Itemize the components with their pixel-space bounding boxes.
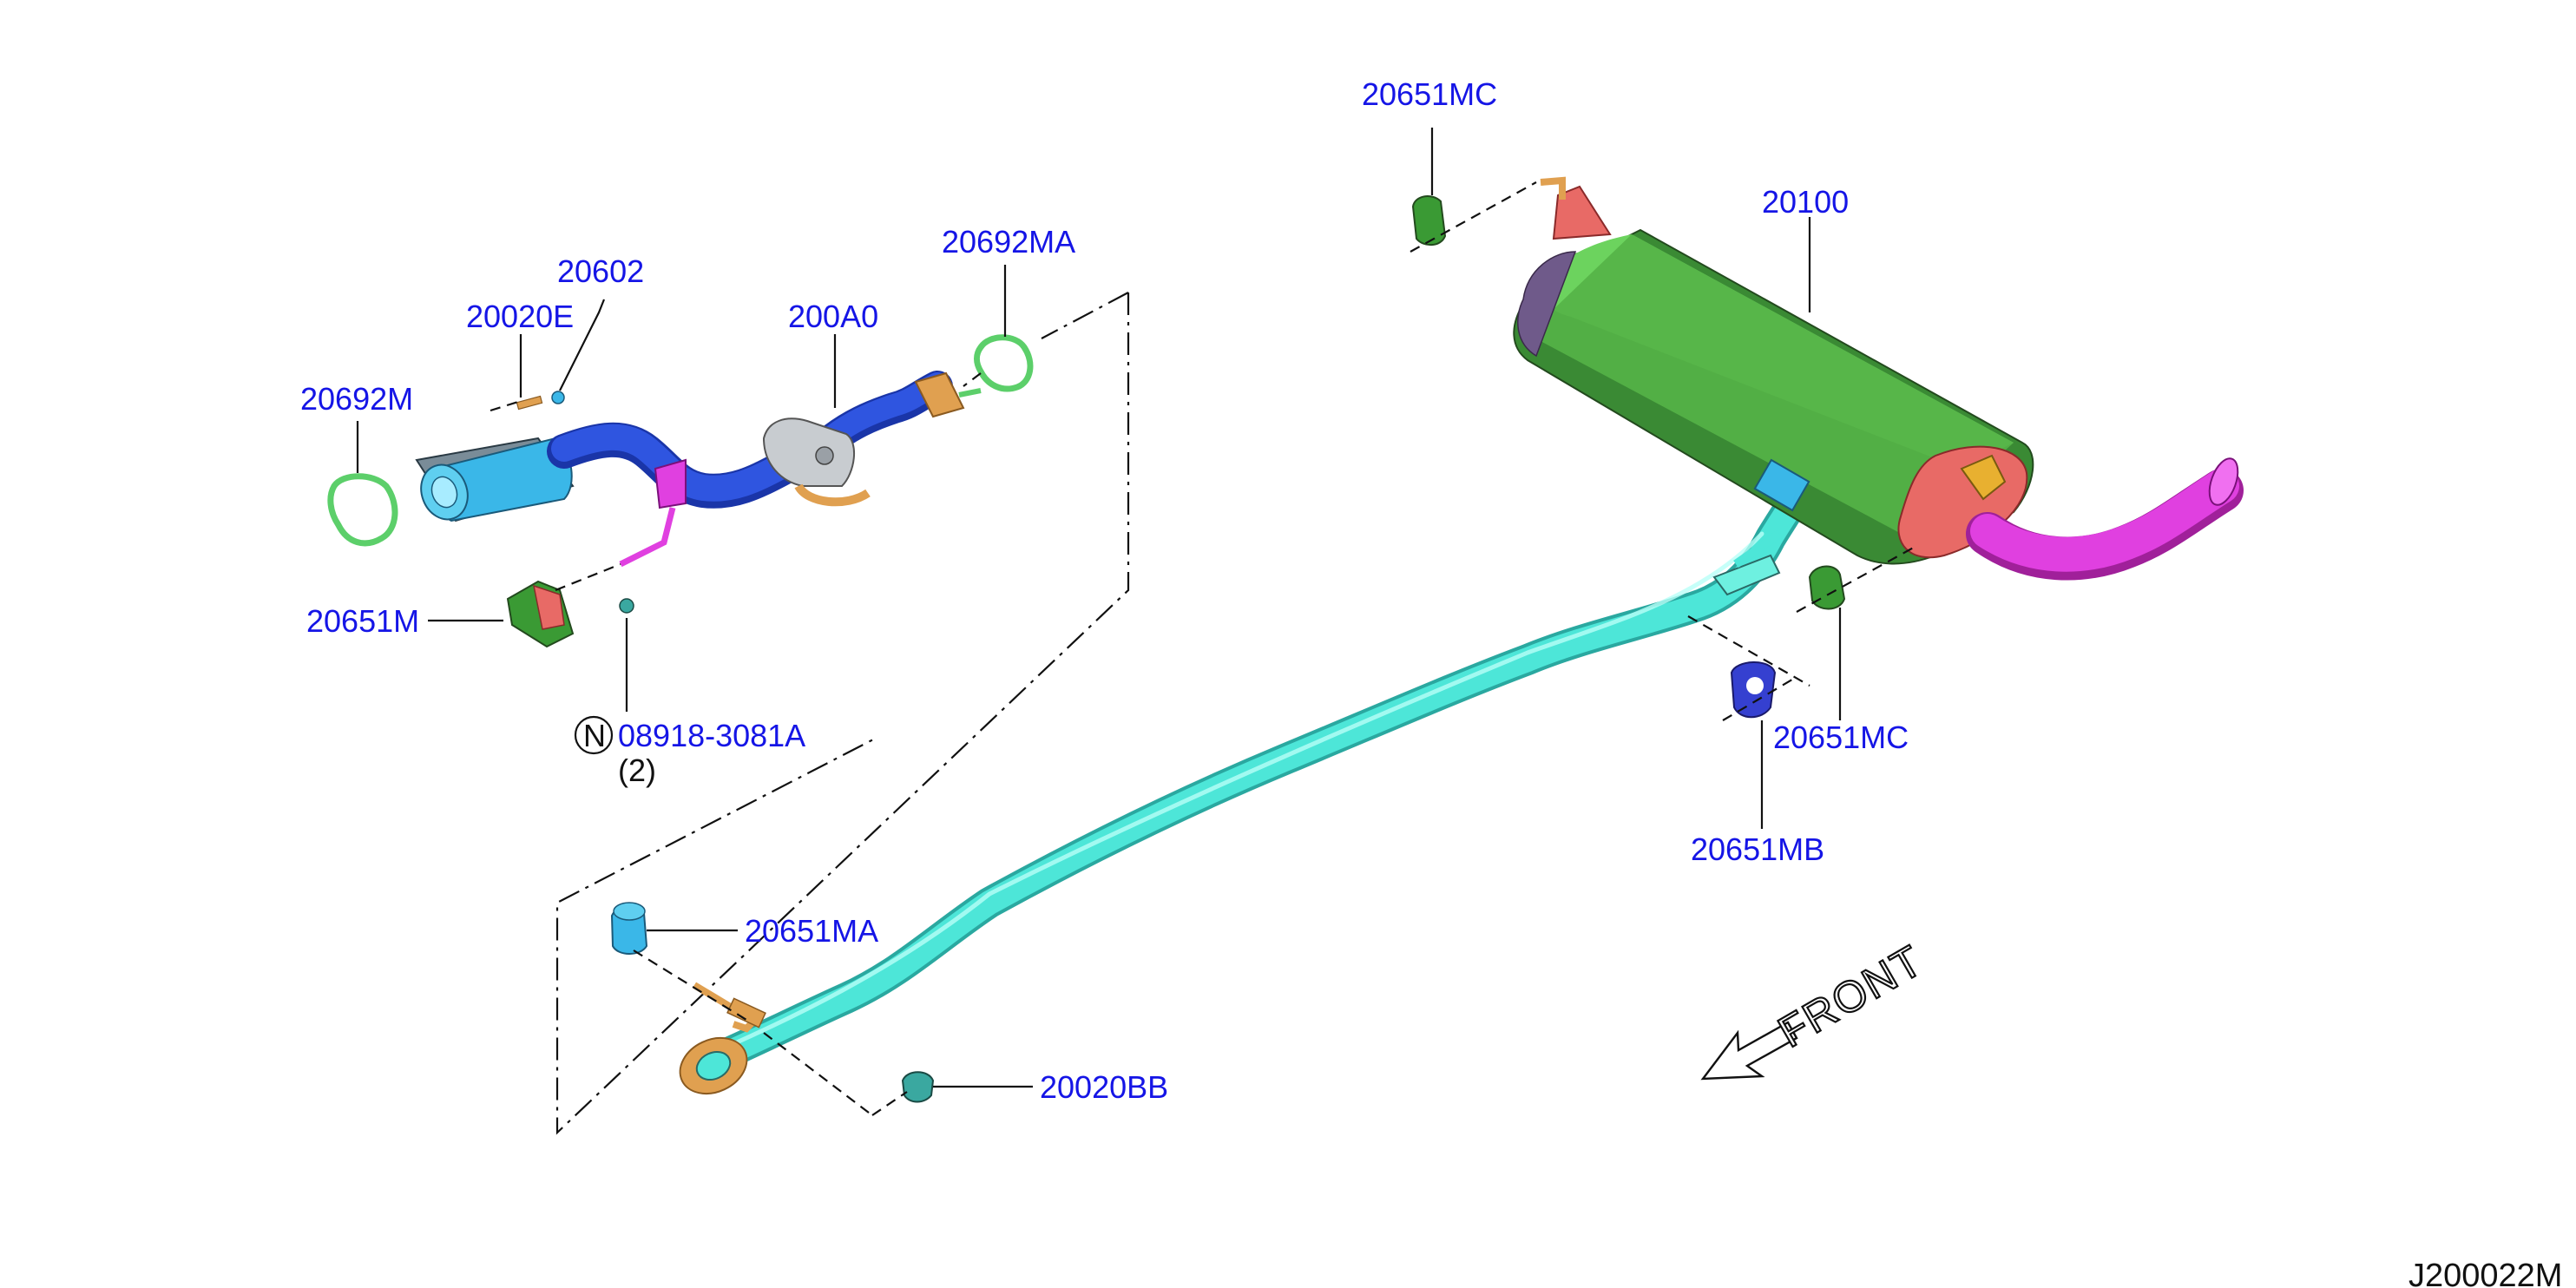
label-20692M: 20692M bbox=[300, 381, 413, 417]
label-20651MC-top: 20651MC bbox=[1362, 76, 1497, 112]
n-mark-letter: N bbox=[583, 718, 606, 753]
label-20602: 20602 bbox=[557, 253, 644, 289]
hanger-20651M bbox=[506, 580, 575, 648]
label-20020E: 20020E bbox=[466, 299, 574, 334]
label-20651MC-right: 20651MC bbox=[1773, 720, 1909, 755]
mount-20651MB bbox=[1730, 661, 1777, 719]
bolt-20020E bbox=[516, 395, 543, 411]
front-arrow-icon bbox=[1700, 1021, 1798, 1081]
diagram-id: J200022M bbox=[2408, 1258, 2562, 1288]
mount-20651MC-top bbox=[1411, 195, 1447, 246]
n-mark-symbol bbox=[574, 715, 614, 755]
sensor-20602 bbox=[551, 391, 565, 404]
label-20651MA: 20651MA bbox=[745, 913, 878, 949]
assembly-boundary bbox=[555, 292, 1130, 1135]
front-pipe-200A0 bbox=[547, 371, 982, 568]
gasket-20020BB bbox=[901, 1071, 935, 1103]
front-label: FRONT bbox=[1771, 936, 1932, 1057]
label-20692MA: 20692MA bbox=[942, 224, 1075, 260]
label-20651M: 20651M bbox=[306, 603, 419, 639]
assembly-lines bbox=[490, 181, 1919, 1116]
label-20100: 20100 bbox=[1762, 184, 1849, 220]
label-200A0: 200A0 bbox=[788, 299, 878, 334]
tail-pipe bbox=[1966, 457, 2244, 581]
part-number-08918: 08918-3081A bbox=[618, 718, 805, 753]
mount-20651MA bbox=[610, 902, 648, 955]
mount-20651MC-right bbox=[1808, 565, 1846, 610]
label-20651MB: 20651MB bbox=[1691, 831, 1824, 867]
center-pipe-flange bbox=[679, 982, 766, 1095]
nut-08918 bbox=[619, 598, 634, 614]
label-08918-3081A: N 08918-3081A (2) bbox=[574, 715, 805, 788]
quantity-08918: (2) bbox=[618, 752, 656, 788]
leader-lines bbox=[356, 128, 1842, 1088]
gasket-20692MA bbox=[974, 334, 1034, 392]
gasket-20692M bbox=[327, 473, 398, 547]
label-20020BB: 20020BB bbox=[1040, 1069, 1168, 1105]
center-pipe bbox=[709, 470, 1817, 1070]
center-pipe-rear-bracket bbox=[1712, 529, 1782, 596]
muffler-20100 bbox=[1513, 176, 2034, 565]
front-direction-indicator: FRONT bbox=[1700, 935, 1932, 1081]
